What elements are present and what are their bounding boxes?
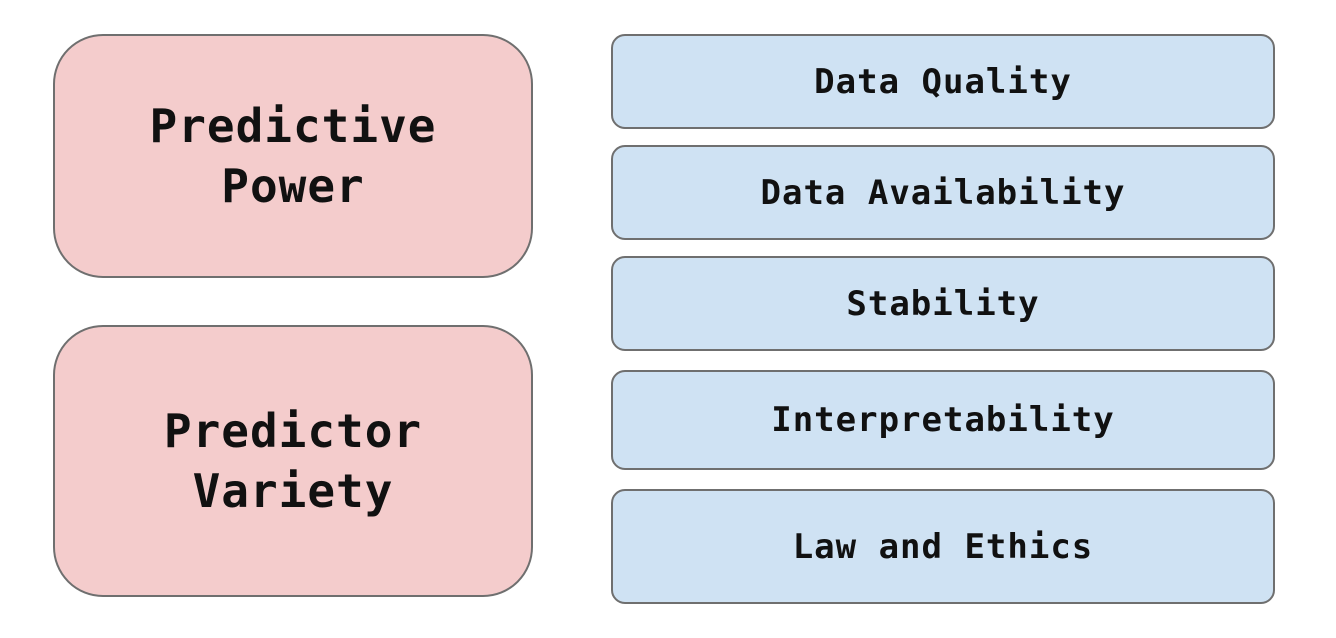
predictive-power-box: Predictive Power: [53, 34, 533, 278]
data-availability-box: Data Availability: [611, 145, 1275, 240]
data-quality-box: Data Quality: [611, 34, 1275, 129]
interpretability-box: Interpretability: [611, 370, 1275, 470]
stability-box: Stability: [611, 256, 1275, 351]
predictor-variety-box: Predictor Variety: [53, 325, 533, 597]
law-and-ethics-box: Law and Ethics: [611, 489, 1275, 604]
